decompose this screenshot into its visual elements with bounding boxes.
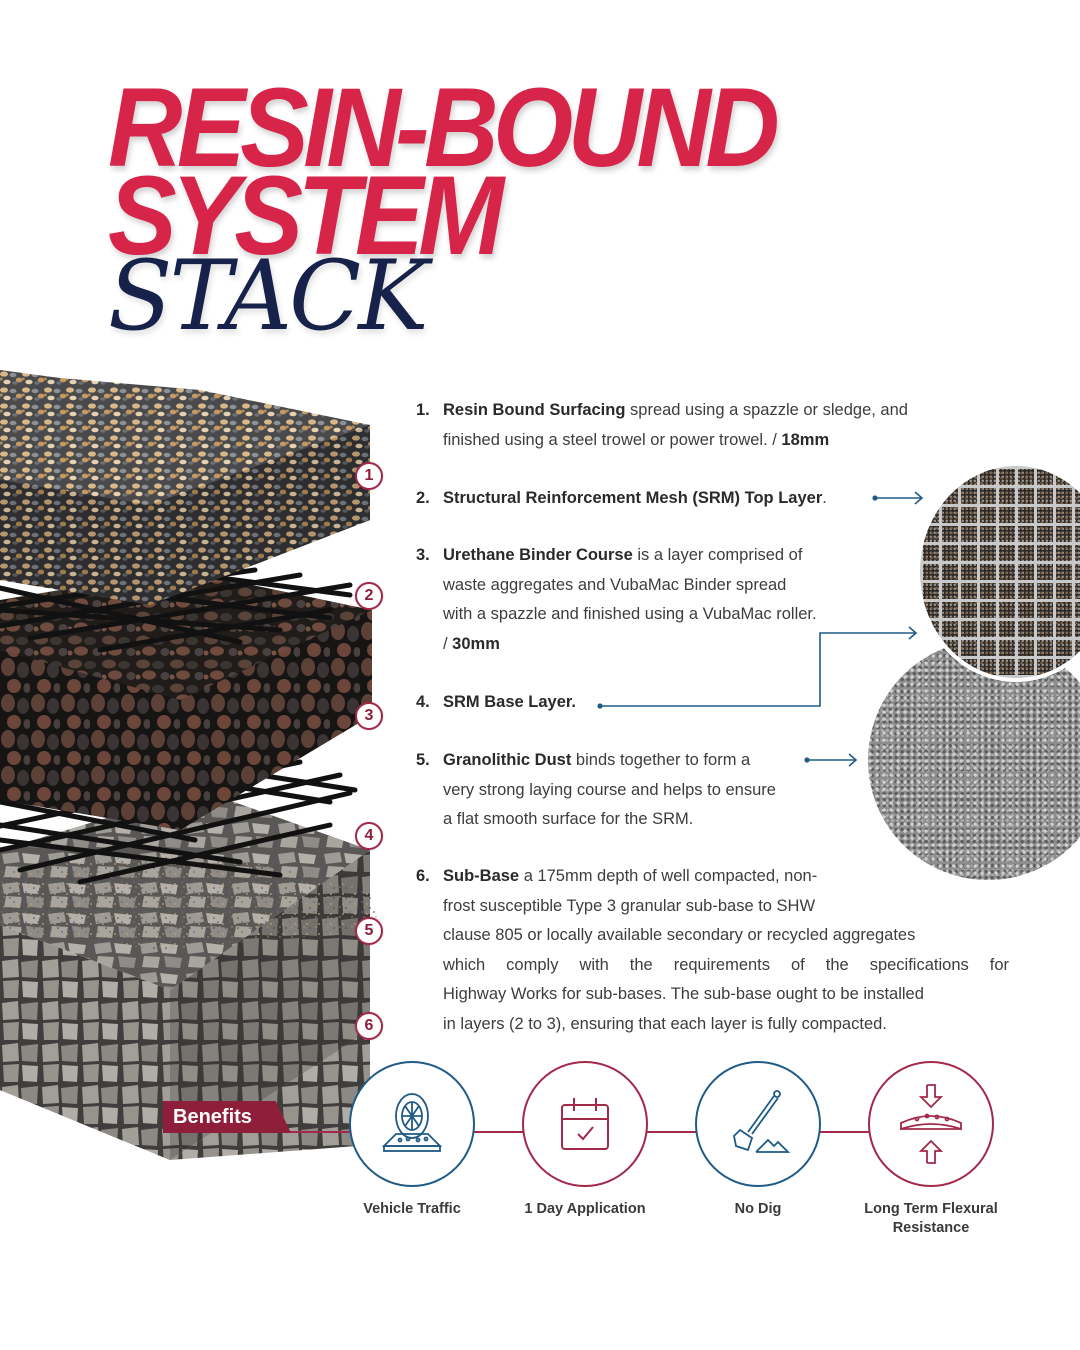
benefit-vehicle-traffic xyxy=(349,1061,475,1187)
item-text: very strong laying course and helps to e… xyxy=(443,780,776,799)
benefit-one-day-application xyxy=(522,1061,648,1187)
item-heading: Granolithic Dust xyxy=(443,751,572,769)
benefit-no-dig xyxy=(695,1061,821,1187)
item-text: spread using a spazzle or sledge, and xyxy=(625,401,908,419)
item-text: waste aggregates and VubaMac Binder spre… xyxy=(443,575,787,594)
item-number: 4. xyxy=(416,693,430,711)
granolithic-dust-photo xyxy=(868,640,1080,880)
layer-badge-4: 4 xyxy=(355,822,383,850)
benefit-label-line: Long Term Flexural xyxy=(864,1201,998,1217)
item-heading: Sub-Base xyxy=(443,867,520,885)
item-heading: Resin Bound Surfacing xyxy=(443,401,626,419)
item-text: in layers (2 to 3), ensuring that each l… xyxy=(443,1014,887,1033)
item-text: clause 805 or locally available secondar… xyxy=(443,926,916,944)
benefit-flexural-resistance xyxy=(868,1061,994,1187)
layer-badge-3: 3 xyxy=(355,702,383,730)
thickness-value: 30mm xyxy=(452,634,500,653)
benefit-label-line: Resistance xyxy=(892,1220,970,1236)
shovel-icon xyxy=(733,1090,791,1153)
title-line-3: STACK xyxy=(108,240,429,352)
item-heading: SRM Base Layer. xyxy=(443,693,576,711)
layer-stack-graphic xyxy=(0,370,380,1160)
item-number: 1. xyxy=(416,401,430,419)
benefit-label-flexural-resistance: Long Term Flexural Resistance xyxy=(841,1200,1021,1238)
item-number: 6. xyxy=(416,867,430,885)
layer-badge-1: 1 xyxy=(355,462,383,490)
granolithic-dust-layer xyxy=(0,850,380,950)
item-text: with a spazzle and finished using a Vuba… xyxy=(443,605,817,623)
item-text: a 175mm depth of well compacted, non- xyxy=(519,867,818,885)
item-text: finished using a steel trowel or power t… xyxy=(443,430,782,449)
item-number: 3. xyxy=(416,546,430,564)
item-text: a flat smooth surface for the SRM. xyxy=(443,810,694,828)
layer-badge-2: 2 xyxy=(355,582,383,610)
calendar-check-icon xyxy=(561,1098,609,1150)
item-text: binds together to form a xyxy=(571,751,751,769)
title-line-2: SYSTEM xyxy=(108,153,504,278)
benefit-label-no-dig: No Dig xyxy=(734,1201,782,1217)
item-number: 5. xyxy=(416,751,430,769)
item-heading: Structural Reinforcement Mesh (SRM) Top … xyxy=(443,489,823,507)
benefit-label-vehicle-traffic: Vehicle Traffic xyxy=(363,1201,461,1217)
benefits-tag: Benefits xyxy=(163,1101,291,1133)
item-text: which comply with the requirements of th… xyxy=(443,955,1009,974)
tyre-on-surface-icon xyxy=(381,1093,443,1152)
item-text: / xyxy=(443,634,453,653)
item-number: 2. xyxy=(416,489,430,507)
thickness-value: 18mm xyxy=(781,430,830,449)
layer-badge-6: 6 xyxy=(355,1012,383,1040)
item-heading: Urethane Binder Course xyxy=(443,546,633,564)
compression-arrows-icon xyxy=(900,1084,962,1164)
item-text: Highway Works for sub-bases. The sub-bas… xyxy=(443,985,924,1003)
title-line-1: RESIN-BOUND xyxy=(108,65,780,190)
layer-stack-illustration: 1 2 3 4 5 6 xyxy=(0,370,400,1170)
srm-mesh-photo xyxy=(916,462,1080,682)
layer-badge-5: 5 xyxy=(355,917,383,945)
item-text: frost susceptible Type 3 granular sub-ba… xyxy=(443,896,816,915)
item-text: is a layer comprised of xyxy=(632,546,803,564)
benefit-label-one-day-application: 1 Day Application xyxy=(524,1201,646,1217)
item-text: . xyxy=(822,489,827,507)
